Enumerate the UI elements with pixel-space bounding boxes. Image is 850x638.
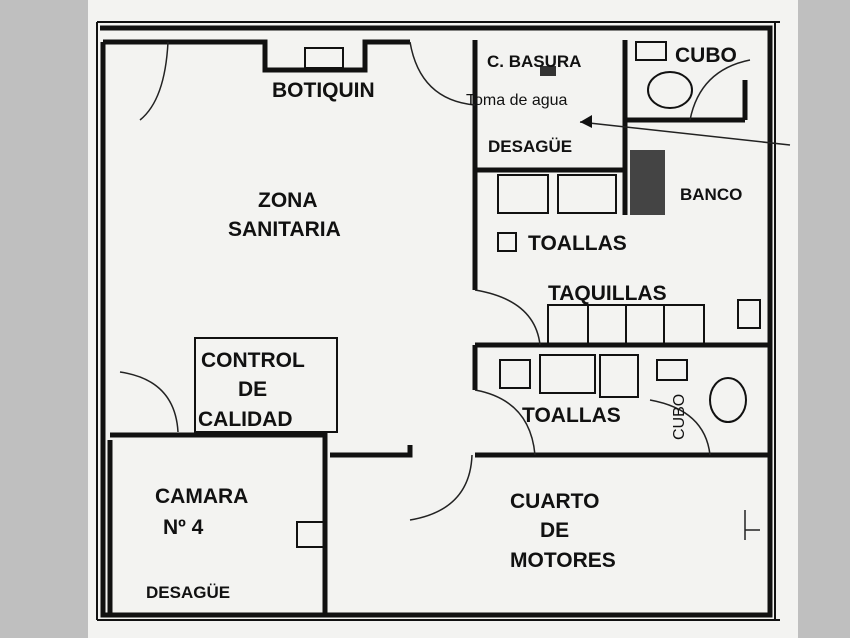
sink-icon [539,354,596,394]
label-cuarto: CUARTO [510,490,599,513]
label-toallas-top: TOALLAS [528,232,627,255]
door-arcs [119,41,791,540]
label-camara: CAMARA [155,485,248,508]
locker-icons [547,304,705,346]
label-zona: ZONA [258,189,318,212]
label-control: CONTROL [201,349,305,372]
label-cubo-bottom: CUBO [671,394,688,440]
sink-icon [497,174,549,214]
label-calidad: CALIDAD [198,408,293,431]
label-banco: BANCO [680,185,742,204]
label-basura: C. BASURA [487,52,581,71]
towel-holder-icon [497,232,517,252]
room-labels: BOTIQUIN ZONA SANITARIA C. BASURA Toma d… [146,44,742,602]
fixtures [304,41,761,423]
label-de-motores: DE [540,519,569,542]
label-toallas-bottom: TOALLAS [522,404,621,427]
first-aid-cabinet-icon [304,47,344,69]
tap-icon [737,299,761,329]
outer-walls [96,21,780,621]
label-toma-agua: Toma de agua [466,92,568,109]
bin-icon [656,359,688,381]
label-desague-top: DESAGÜE [488,137,572,156]
toilet-icon [709,377,747,423]
label-taquillas: TAQUILLAS [548,282,667,305]
label-desague-bottom: DESAGÜE [146,583,230,602]
water-tap-icon [540,66,556,76]
interior-walls [103,39,770,615]
label-de-control: DE [238,378,267,401]
label-motores: MOTORES [510,549,616,572]
toilet-icon [647,71,693,109]
sink-icon [557,174,617,214]
label-cubo-top: CUBO [675,44,737,67]
bin-icon [635,41,667,61]
towel-holder-icon [499,359,531,389]
bench-grid-icon [630,150,665,215]
label-botiquin: BOTIQUIN [272,79,375,102]
label-sanitaria: SANITARIA [228,218,341,241]
label-camara-num: Nº 4 [163,516,204,539]
locker-icon [599,354,639,398]
